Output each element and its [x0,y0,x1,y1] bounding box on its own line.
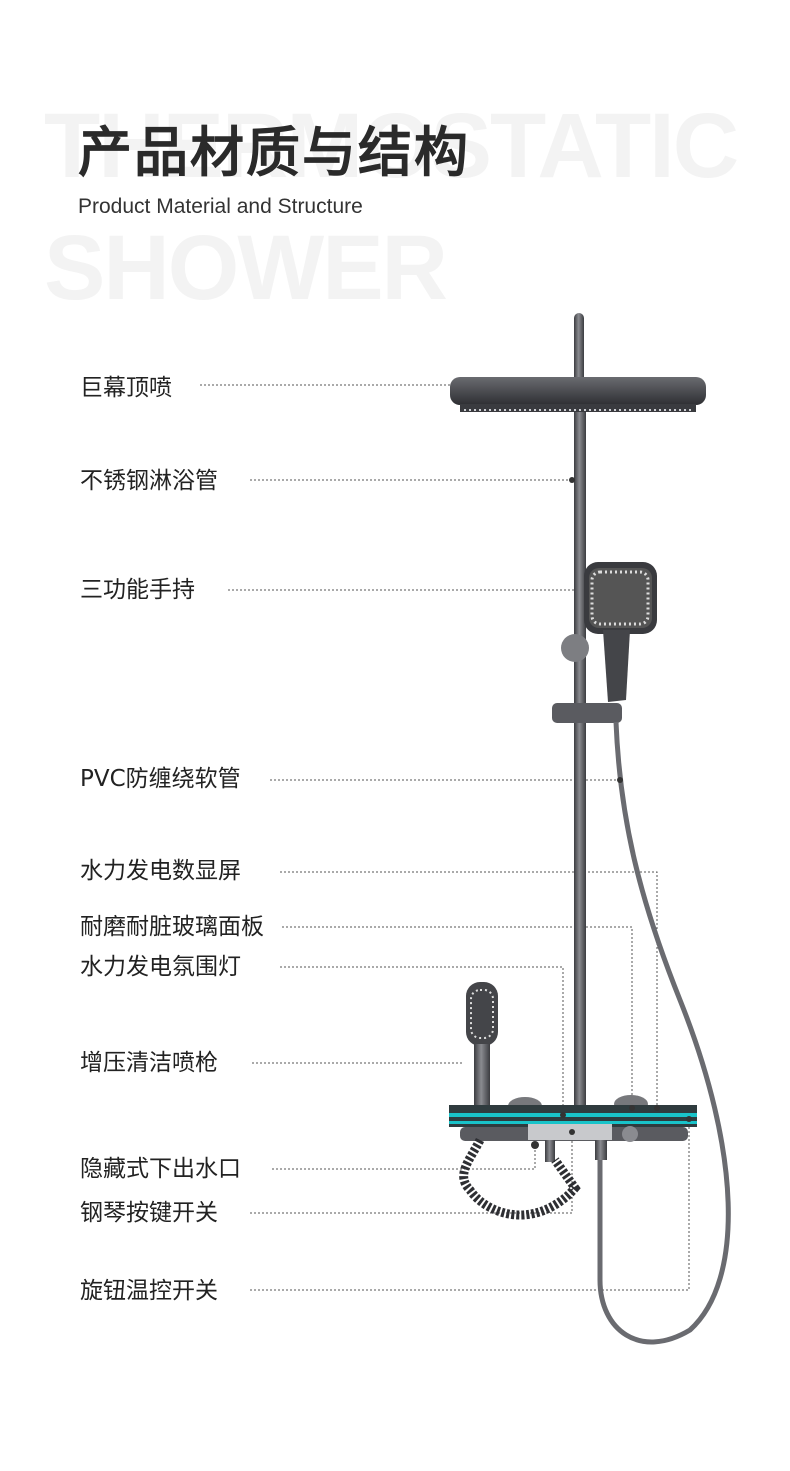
riser-pipe [574,405,586,1110]
label-piano-keys: 钢琴按键开关 [80,1200,218,1226]
spray-gun-head [466,982,498,1046]
gooseneck [574,313,584,378]
overhead-shower-head [450,377,706,405]
label-display: 水力发电数显屏 [80,858,241,884]
watermark-shower: SHOWER [44,217,448,319]
label-ambient-light: 水力发电氛围灯 [80,954,241,980]
label-knob: 旋钮温控开关 [80,1278,218,1304]
label-hand-shower: 三功能手持 [80,577,195,603]
pvc-hose [597,721,731,1345]
temperature-knob [622,1126,638,1142]
hand-shower-handle [603,630,630,702]
label-overhead-shower: 巨幕顶喷 [80,375,172,401]
page-title: 产品材质与结构 [78,121,470,184]
watermark-thermostatic: THERMOSTATIC [44,95,739,197]
slide-holder [552,703,622,723]
spray-gun-handle [474,1044,490,1108]
label-pvc-hose: PVC防缠绕软管 [80,766,241,792]
label-stainless-pipe: 不锈钢淋浴管 [80,468,218,494]
ambient-light [449,1113,697,1117]
coiled-hose [459,1137,581,1220]
label-glass-panel: 耐磨耐脏玻璃面板 [80,914,264,940]
leader-lines [200,384,690,1291]
label-hidden-outlet: 隐藏式下出水口 [80,1156,241,1182]
label-spray-gun: 增压清洁喷枪 [80,1050,218,1076]
page-subtitle: Product Material and Structure [78,195,363,218]
